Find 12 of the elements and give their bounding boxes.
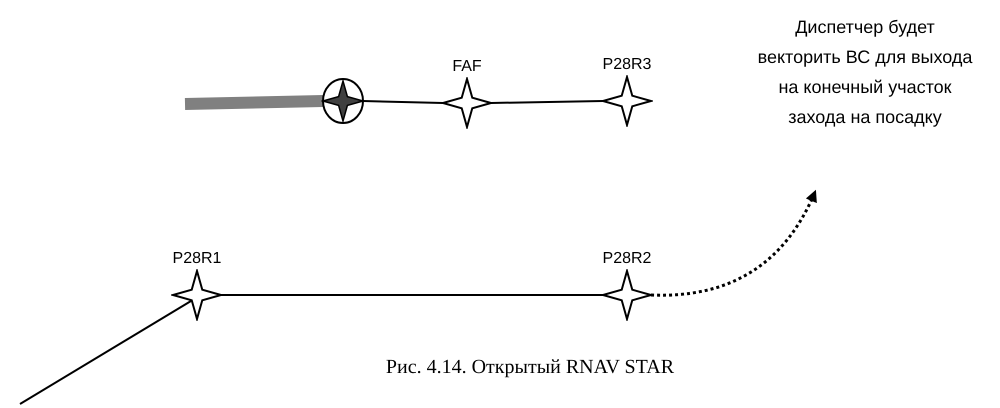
approach-line [184,95,324,110]
waypoint-label: FAF [452,57,482,77]
caption: Рис. 4.14. Открытый RNAV STAR [384,356,676,379]
route-line [221,294,603,296]
waypoint-label: P28R3 [602,55,652,75]
waypoint-label: P28R2 [602,249,652,269]
route-line [362,100,444,104]
dotted-arrow [651,190,816,297]
waypoint-label: P28R1 [172,249,222,269]
route-line [19,300,192,405]
route-line [490,100,604,104]
note-text: Диспетчер будет векторить ВС для выхода на конечный участок захода на посадку [752,12,978,192]
